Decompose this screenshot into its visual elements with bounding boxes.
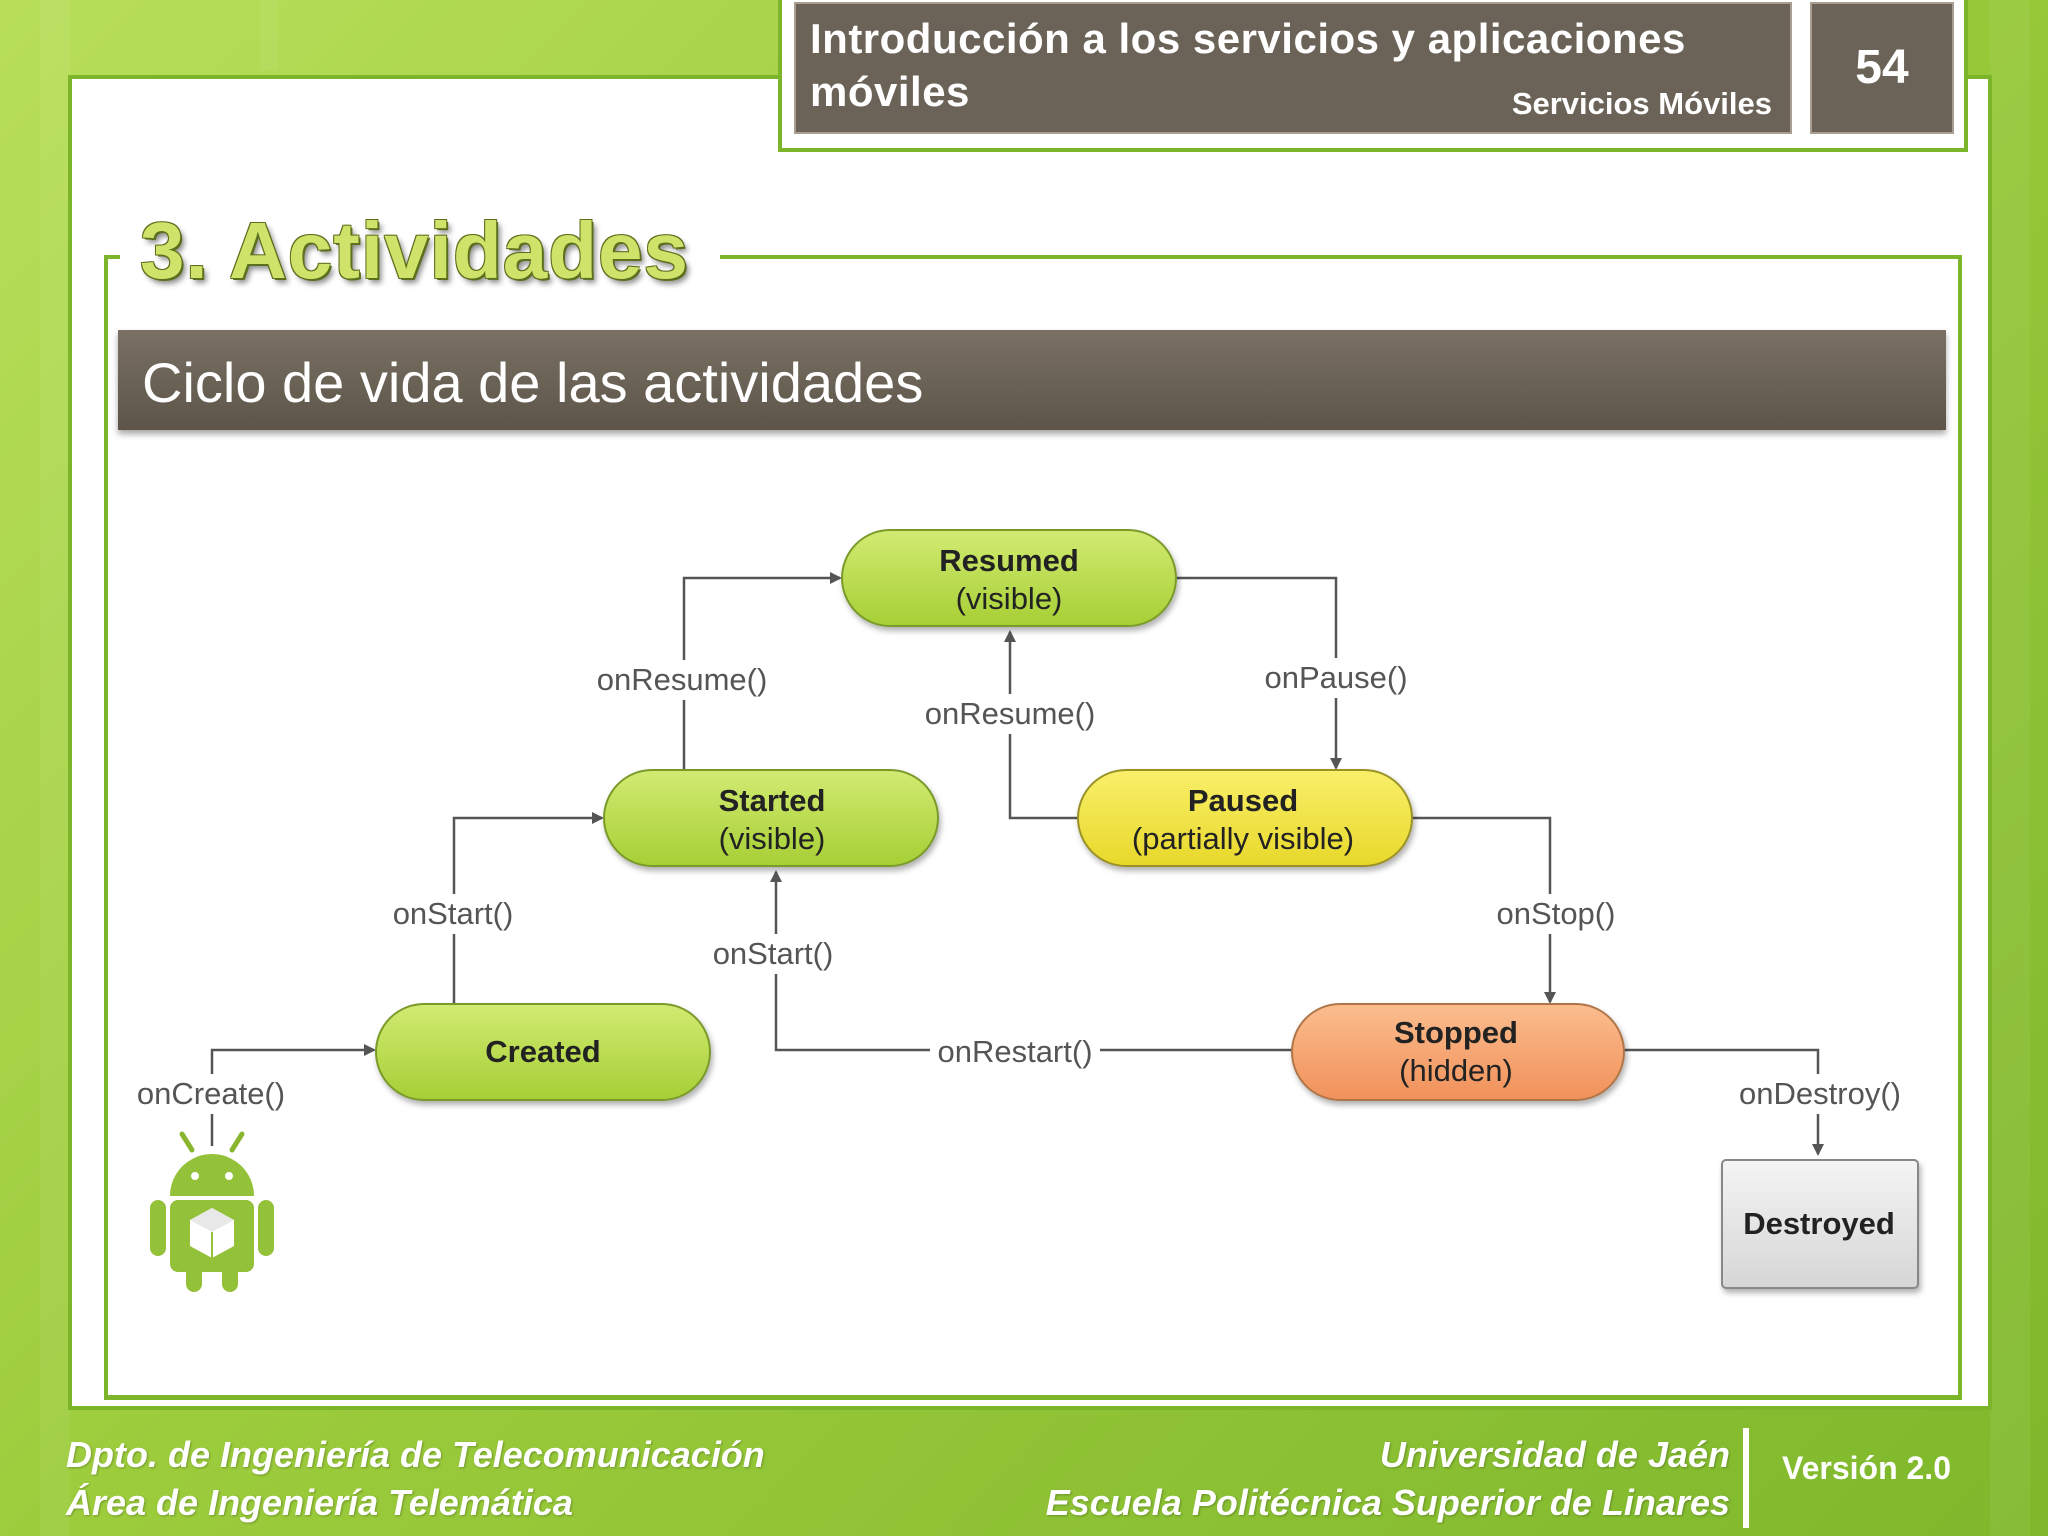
transition-label-oncreate: onCreate() — [137, 1076, 285, 1111]
transition-label-onresume-center: onResume() — [925, 696, 1096, 731]
state-started-name: Started — [719, 783, 826, 818]
transition-label-onrestart: onRestart() — [937, 1034, 1092, 1069]
slide-subtitle: Ciclo de vida de las actividades — [142, 351, 924, 414]
state-started-note: (visible) — [719, 821, 826, 856]
slide-frame — [68, 75, 1992, 1410]
state-destroyed: Destroyed — [1721, 1159, 1919, 1289]
transition-label-onpause: onPause() — [1264, 660, 1407, 695]
section-title: 3. Actividades — [140, 206, 690, 295]
edge-stopped-to-destroyed — [1624, 1048, 1824, 1156]
background-stripe — [40, 0, 70, 1536]
state-paused-note: (partially visible) — [1132, 821, 1354, 856]
state-created: Created — [375, 1003, 711, 1101]
transition-label-onstart-center: onStart() — [713, 936, 834, 971]
background-stripe — [1990, 0, 2030, 1536]
footer-version: Versión 2.0 — [1782, 1450, 1951, 1486]
edge-paused-to-stopped — [1412, 816, 1556, 1004]
transition-label-onresume-left: onResume() — [597, 662, 768, 697]
state-stopped-name: Stopped — [1394, 1015, 1518, 1050]
edge-started-to-resumed — [682, 572, 842, 770]
subtitle-bar: Ciclo de vida de las actividades — [118, 330, 1946, 430]
course-subtitle: Servicios Móviles — [1511, 86, 1772, 121]
state-stopped-note: (hidden) — [1399, 1053, 1513, 1088]
page-number-panel: 54 — [1810, 2, 1954, 134]
transition-label-onstop: onStop() — [1497, 896, 1616, 931]
state-paused: Paused (partially visible) — [1077, 769, 1413, 867]
state-resumed: Resumed (visible) — [841, 529, 1177, 627]
state-paused-name: Paused — [1188, 783, 1298, 818]
edge-created-to-started — [452, 812, 604, 1004]
header-title-panel: Introducción a los servicios y aplicacio… — [794, 2, 1792, 134]
edge-stopped-to-started — [770, 870, 1292, 1052]
page-number: 54 — [1855, 41, 1909, 94]
state-destroyed-name: Destroyed — [1743, 1206, 1895, 1241]
transition-label-onstart-left: onStart() — [393, 896, 514, 931]
android-robot-icon — [150, 1131, 274, 1292]
background-stripe — [260, 0, 278, 70]
course-title: Introducción a los servicios y aplicacio… — [810, 15, 1686, 115]
edge-resumed-to-paused — [1176, 576, 1342, 770]
state-created-name: Created — [485, 1034, 600, 1069]
state-started: Started (visible) — [603, 769, 939, 867]
footer-school: Escuela Politécnica Superior de Linares — [1045, 1482, 1730, 1523]
footer-divider — [1743, 1428, 1749, 1528]
state-resumed-name: Resumed — [939, 543, 1079, 578]
state-stopped: Stopped (hidden) — [1291, 1003, 1625, 1101]
title-frame-gap — [120, 240, 720, 270]
state-resumed-note: (visible) — [956, 581, 1063, 616]
footer-department: Dpto. de Ingeniería de Telecomunicación — [66, 1434, 765, 1475]
transition-label-ondestroy: onDestroy() — [1739, 1076, 1901, 1111]
footer-university: Universidad de Jaén — [1379, 1434, 1730, 1475]
content-frame — [104, 255, 1962, 1400]
footer-area: Área de Ingeniería Telemática — [66, 1482, 573, 1523]
